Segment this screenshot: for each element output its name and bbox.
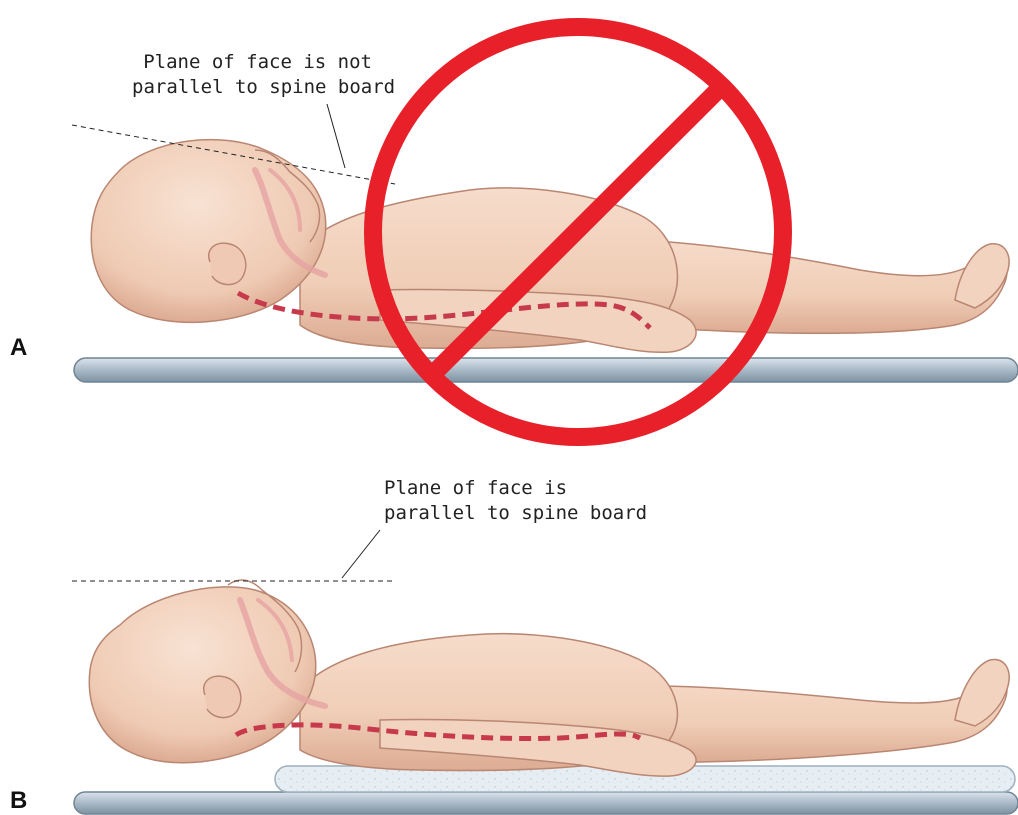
caption-b-line1: Plane of face is <box>384 476 647 501</box>
panel-label-b: B <box>10 787 27 815</box>
spine-board-b <box>74 792 1018 814</box>
panel-label-a: A <box>10 334 27 362</box>
caption-b: Plane of face is parallel to spine board <box>384 476 647 526</box>
leader-line-b <box>342 530 380 578</box>
caption-a: Plane of face is not parallel to spine b… <box>132 50 372 100</box>
spine-board-a <box>74 358 1018 382</box>
caption-b-line2: parallel to spine board <box>384 501 647 526</box>
leader-line-a <box>327 104 345 168</box>
panel-b <box>72 530 1018 814</box>
caption-a-line1: Plane of face is not <box>132 50 372 75</box>
infant-figure-b <box>89 580 1009 776</box>
caption-a-line2: parallel to spine board <box>132 75 372 100</box>
